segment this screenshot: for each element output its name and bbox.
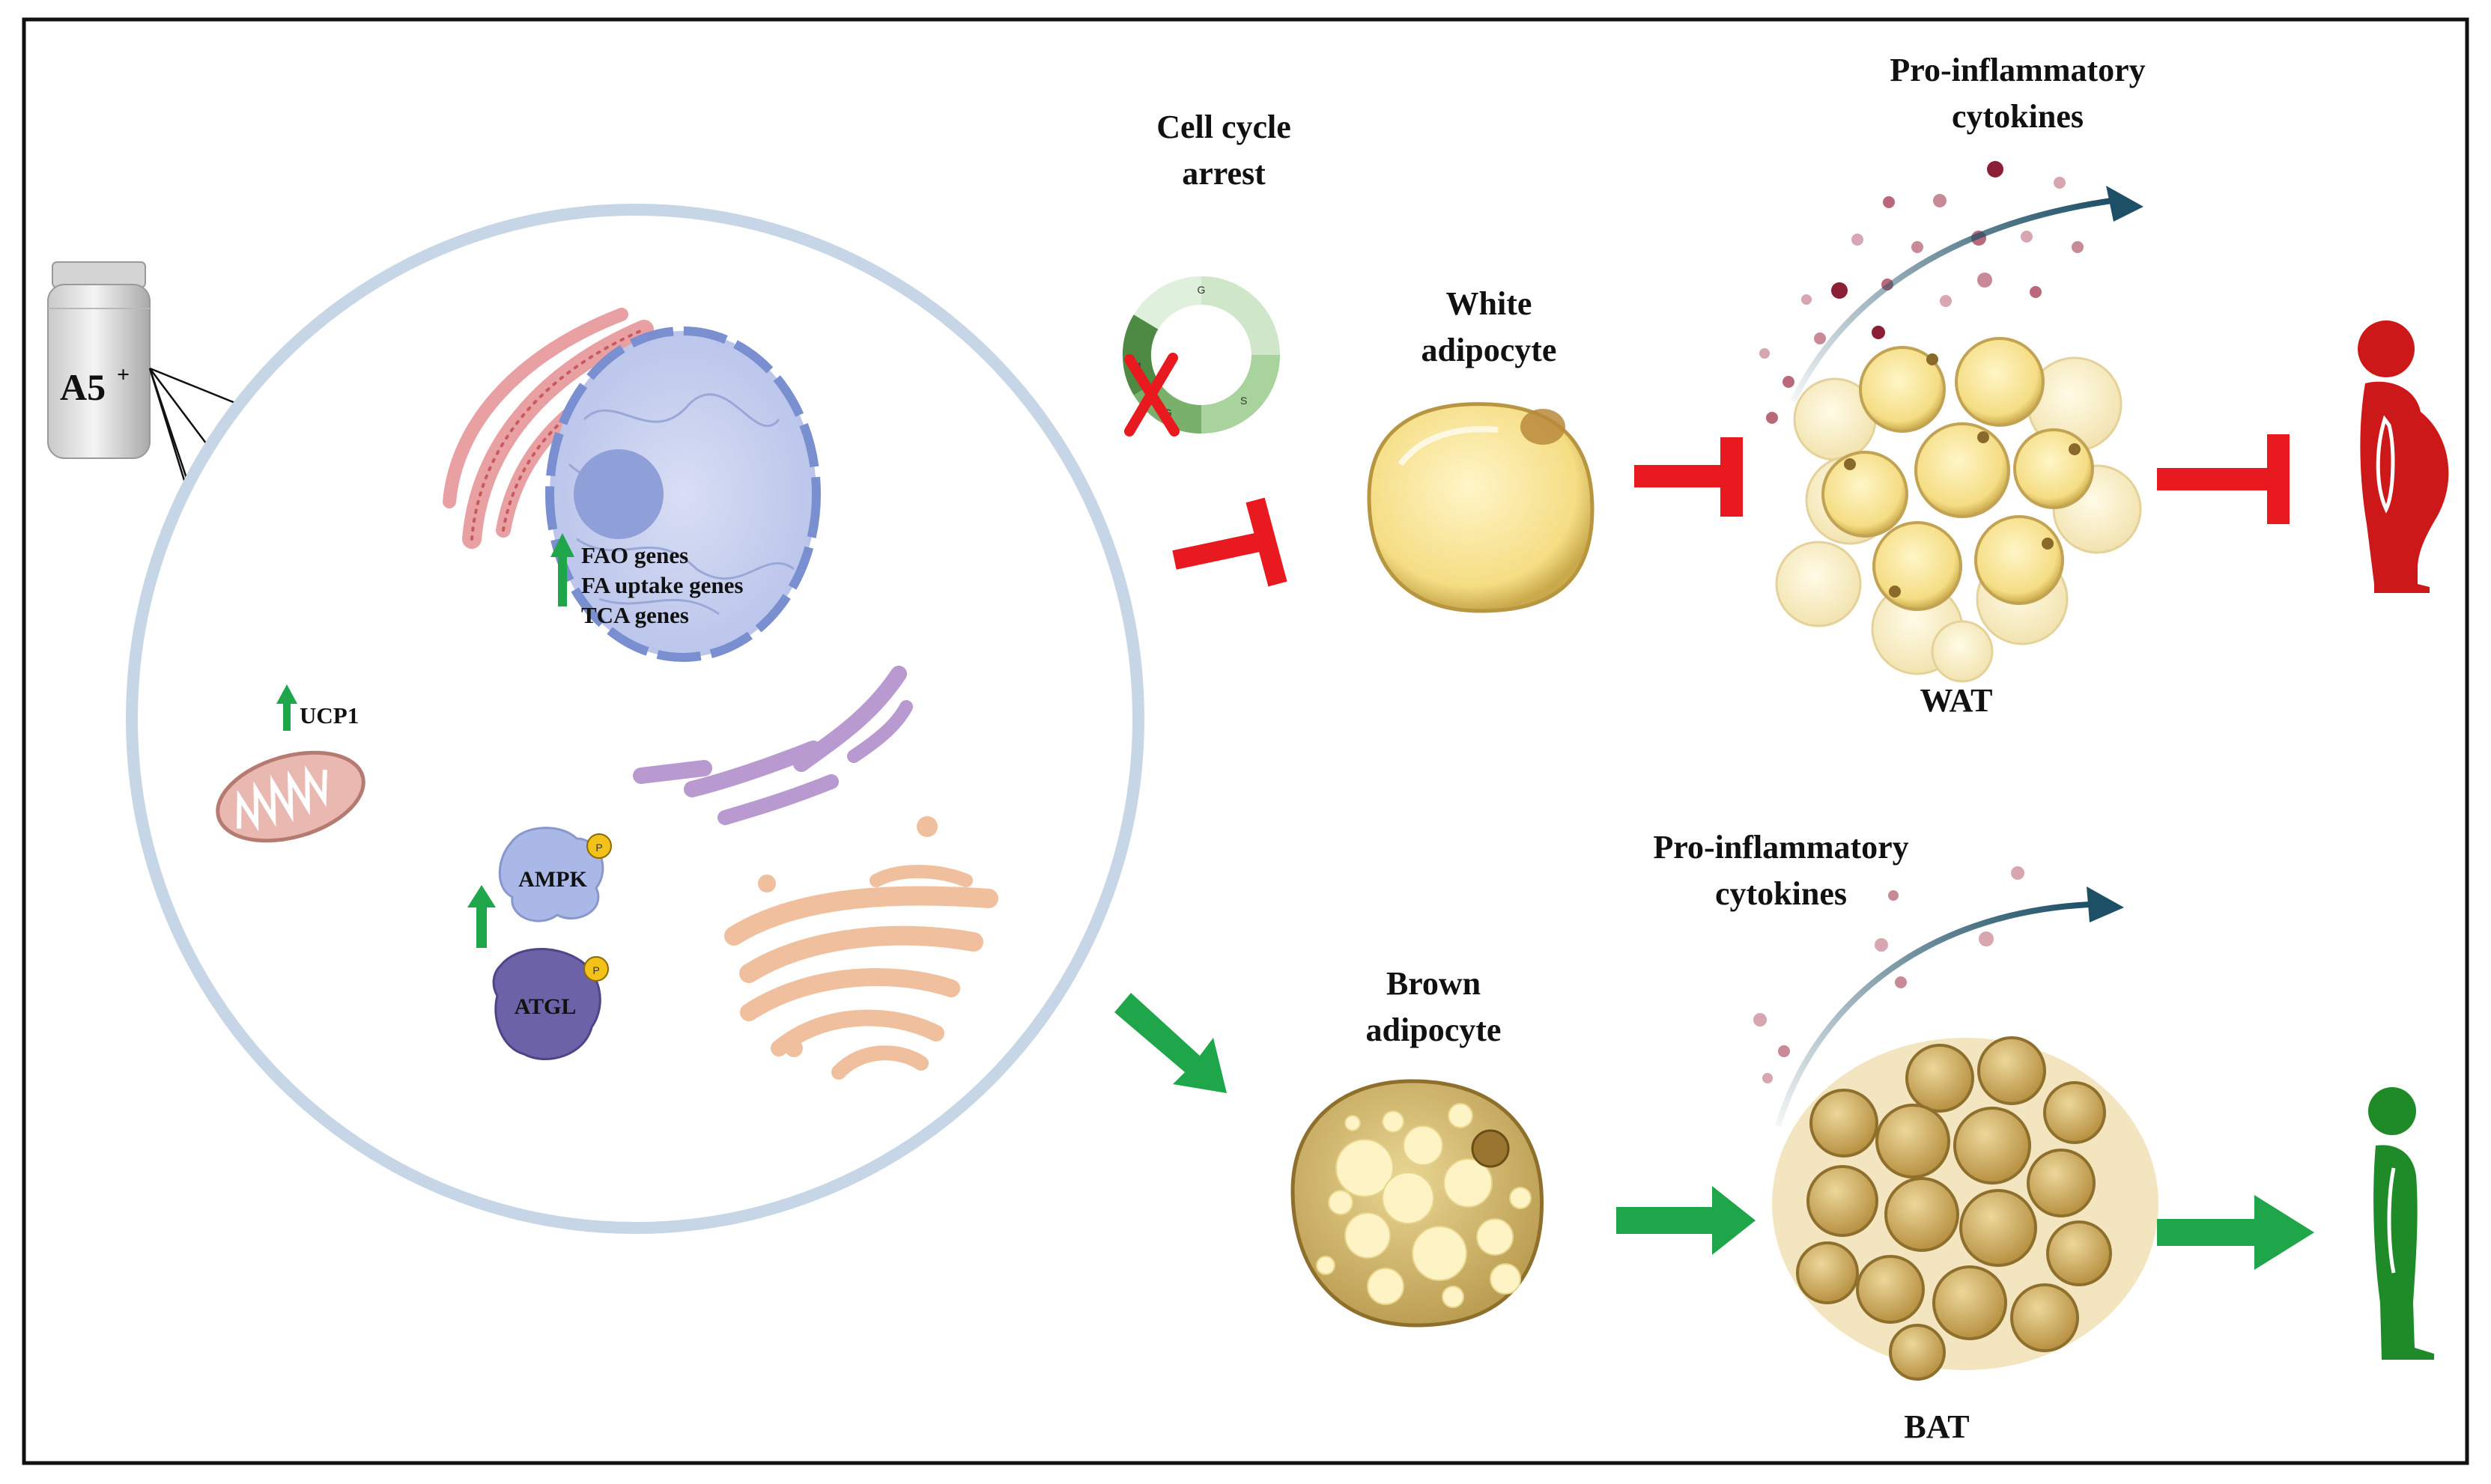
ucp1-up-arrow-icon — [283, 701, 291, 731]
inhibit-arrow-obesity — [2157, 434, 2290, 524]
phospho-icon — [586, 833, 612, 859]
phospho-icon-2 — [583, 956, 609, 982]
bat-cytokine-arrowhead — [2087, 887, 2124, 922]
phase-s: S — [1240, 395, 1247, 407]
bat-cytokine-dots — [1753, 866, 2024, 1083]
cell-cycle-title-line-1: Cell cycle — [1156, 109, 1291, 145]
gene-up-arrow-icon — [558, 554, 567, 606]
wat-cytokine-release-arrow — [1790, 198, 2113, 403]
white-adipocyte-title-line-2: adipocyte — [1422, 332, 1557, 368]
wat-cytokines-title-line-1: Pro-inflammatory — [1890, 52, 2145, 88]
white-adipocyte-title-line-1: White — [1446, 285, 1532, 322]
inhibit-arrow-white-adipocyte — [1172, 497, 1287, 587]
phospho-label: P — [595, 842, 602, 854]
cell-cycle-block-x-icon — [1124, 353, 1180, 437]
drug-label-superscript: + — [117, 362, 130, 387]
person-lean-icon — [2368, 1087, 2434, 1360]
smooth-er — [633, 666, 913, 825]
promote-arrow-lean — [2157, 1195, 2314, 1270]
person-obese-icon — [2358, 320, 2449, 593]
drug-bottle: A5 + — [47, 261, 151, 459]
ucp1-label: UCP1 — [300, 702, 359, 729]
promote-arrow-bat — [1616, 1186, 1756, 1255]
bat-label: BAT — [1904, 1408, 1969, 1445]
gene-label-fa-uptake: FA uptake genes — [581, 572, 743, 598]
white-adipocyte — [1367, 402, 1595, 613]
golgi-apparatus — [724, 816, 998, 1080]
ampk-label: AMPK — [518, 867, 587, 892]
wat-cytokines-title-line-2: cytokines — [1952, 98, 2084, 135]
ampk-protein: AMPK P — [498, 827, 612, 922]
brown-adipocyte-title-line-1: Brown — [1386, 965, 1481, 1002]
atgl-up-arrow-icon — [476, 904, 487, 948]
brown-adipocyte-title-line-2: adipocyte — [1366, 1012, 1502, 1048]
wat-label: WAT — [1920, 682, 1993, 719]
atgl-label: ATGL — [515, 994, 577, 1019]
nucleus — [545, 326, 821, 662]
phospho-label-2: P — [592, 964, 599, 976]
inhibit-arrow-wat — [1634, 437, 1743, 517]
nucleolus — [574, 449, 664, 539]
gene-label-fao: FAO genes — [581, 542, 688, 568]
bat-tissue — [1772, 1036, 2158, 1381]
bat-cytokines-title-line-2: cytokines — [1715, 875, 1847, 912]
drug-label: A5 — [60, 366, 106, 408]
bat-cytokine-release-arrow — [1775, 901, 2090, 1128]
endoplasmic-reticulum — [443, 308, 667, 549]
cell-cycle-title-line-2: arrest — [1182, 155, 1266, 192]
wat-cytokine-arrowhead — [2106, 186, 2143, 222]
figure-frame — [22, 17, 2469, 1465]
ucp1-upregulation: UCP1 — [276, 684, 359, 731]
mitochondrion — [216, 750, 365, 843]
gene-upregulation: FAO genes FA uptake genes TCA genes — [550, 533, 743, 628]
bat-cytokines-title-line-1: Pro-inflammatory — [1653, 829, 1908, 866]
promote-arrow-brown-adipocyte — [1114, 993, 1227, 1093]
atgl-upregulation — [467, 885, 496, 948]
phase-g1: G — [1198, 284, 1206, 296]
atgl-protein: ATGL P — [492, 948, 609, 1060]
wat-tissue — [1775, 337, 2142, 683]
gene-label-tca: TCA genes — [581, 602, 689, 628]
brown-adipocyte — [1290, 1079, 1544, 1328]
